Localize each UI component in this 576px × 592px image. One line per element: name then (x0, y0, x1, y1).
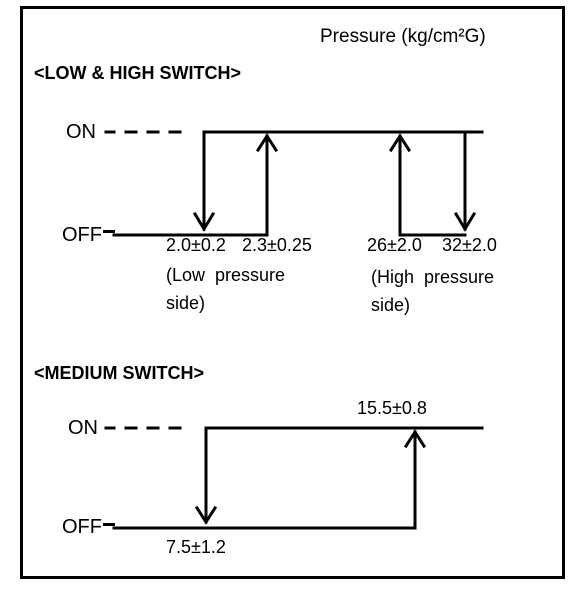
pressure-unit-label: Pressure (kg/cm²G) (320, 26, 486, 47)
high-pressure-side-note: (High pressure side) (371, 267, 495, 315)
low-pressure-drop-arrow (192, 211, 216, 232)
low-pressure-rise-arrow (255, 133, 279, 153)
high-pressure-return-arrow (388, 133, 412, 153)
low-pressure-off-value: 2.0±0.2 (166, 235, 226, 255)
high-pressure-cutoff-arrow (453, 211, 477, 232)
high-pressure-off-value: 32±2.0 (442, 235, 497, 255)
low-high-off-label: OFF (62, 224, 102, 246)
diagram-frame (20, 6, 565, 579)
low-pressure-on-value: 2.3±0.25 (242, 235, 312, 255)
low-high-on-label: ON (66, 121, 96, 143)
low-pressure-side-note: (Low pressure side) (166, 265, 286, 313)
high-pressure-on-value: 26±2.0 (367, 235, 422, 255)
medium-off-label: OFF (62, 516, 102, 538)
medium-drop-arrow (194, 505, 218, 525)
low-high-switch-heading: <LOW & HIGH SWITCH> (34, 63, 241, 83)
medium-off-tick (103, 523, 115, 526)
medium-rise-arrow (403, 429, 427, 449)
low-high-off-tick (103, 230, 115, 233)
medium-switch-heading: <MEDIUM SWITCH> (34, 363, 205, 383)
medium-on-label: ON (68, 417, 98, 439)
medium-off-value: 7.5±1.2 (166, 537, 226, 557)
medium-on-value: 15.5±0.8 (357, 398, 427, 418)
